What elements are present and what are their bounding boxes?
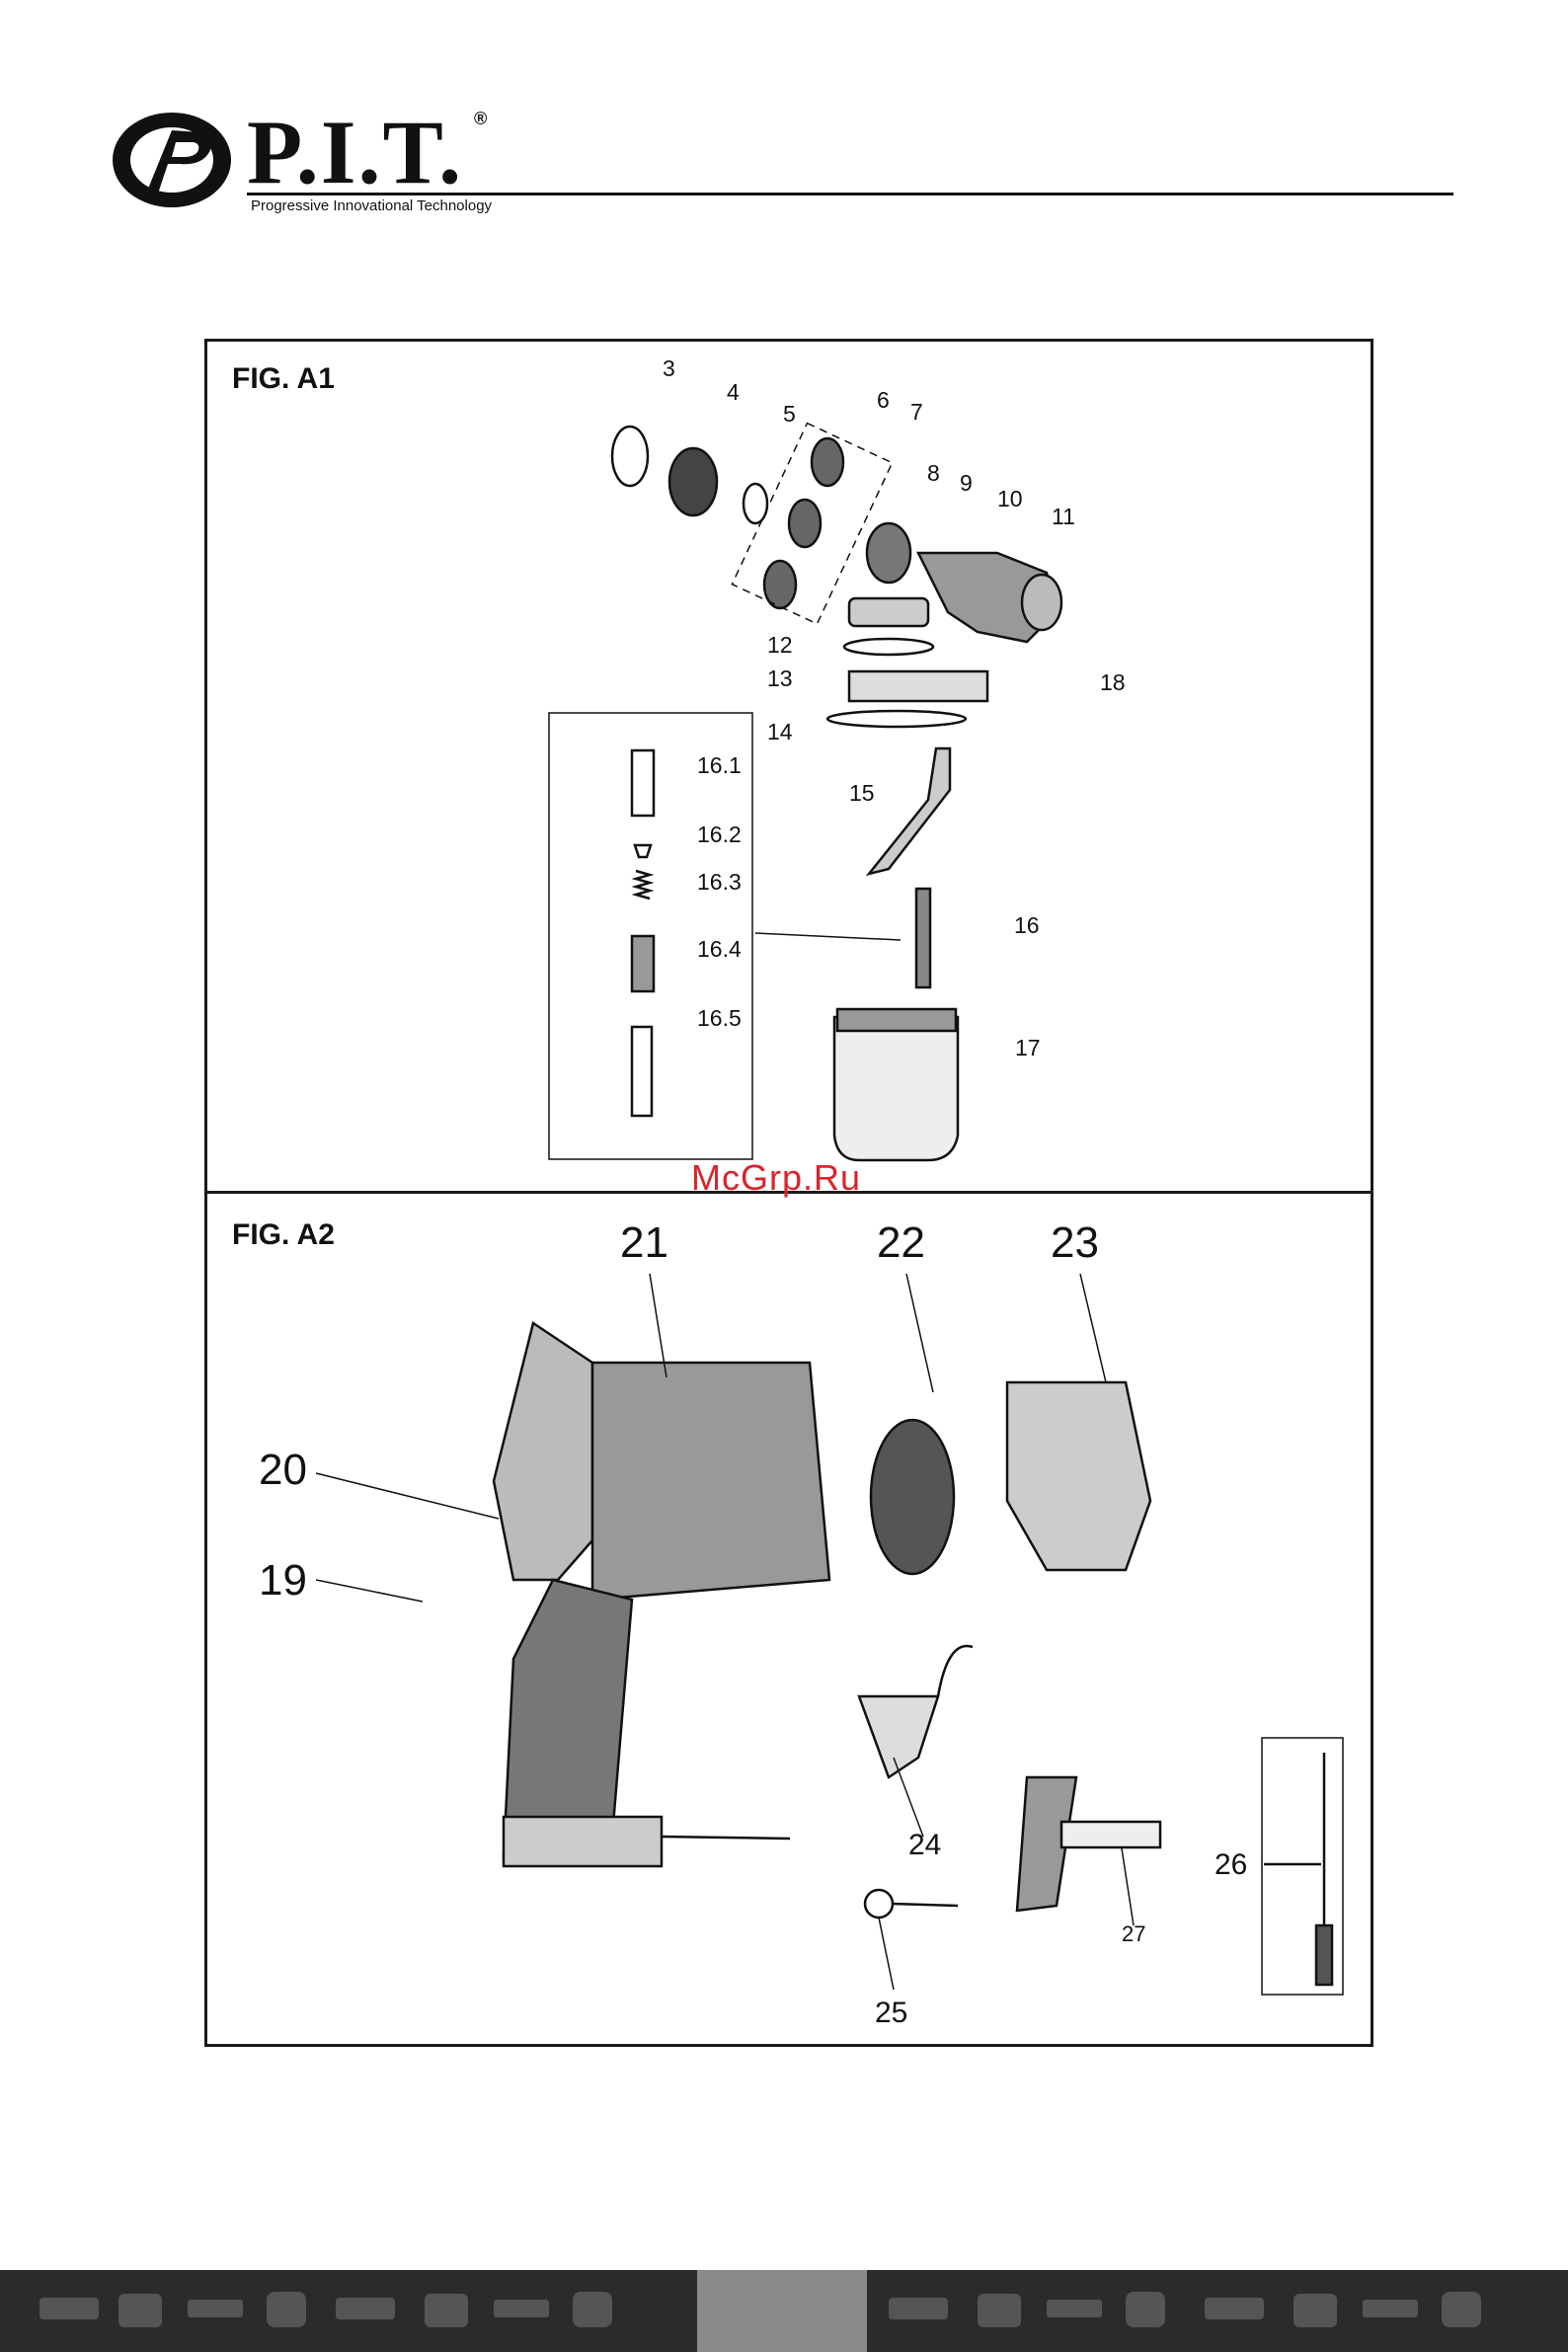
callout-3: 3: [663, 355, 675, 382]
callout-11: 11: [1052, 504, 1075, 530]
callout-4: 4: [727, 379, 740, 406]
callout-15: 15: [849, 780, 875, 807]
callout-21: 21: [620, 1218, 668, 1268]
callout-12: 12: [767, 632, 793, 659]
callout-14: 14: [767, 719, 793, 745]
brand-name: P.I.T.: [247, 107, 463, 197]
callout-16: 16: [1014, 912, 1040, 939]
callout-24: 24: [908, 1829, 941, 1862]
callout-22: 22: [877, 1218, 925, 1268]
callout-19: 19: [259, 1556, 307, 1606]
callout-20: 20: [259, 1446, 307, 1495]
callout-16-1: 16.1: [697, 752, 742, 779]
callout-16-2: 16.2: [697, 822, 742, 848]
callout-23: 23: [1051, 1218, 1099, 1268]
callout-16-3: 16.3: [697, 869, 742, 896]
callout-27: 27: [1122, 1921, 1145, 1947]
callout-16-4: 16.4: [697, 936, 742, 963]
callout-17: 17: [1015, 1035, 1041, 1061]
callout-8: 8: [927, 460, 940, 487]
fig-a1-label: FIG. A1: [232, 362, 335, 396]
callout-10: 10: [997, 486, 1023, 512]
footer-page-tab: [697, 2270, 867, 2352]
callout-26: 26: [1215, 1848, 1247, 1882]
registered-mark: ®: [474, 109, 487, 129]
callout-25: 25: [875, 1997, 907, 2030]
callout-18: 18: [1100, 669, 1126, 696]
header-rule: [247, 193, 1453, 196]
watermark: McGrp.Ru: [691, 1157, 861, 1199]
callout-16-5: 16.5: [697, 1005, 742, 1032]
pit-emblem-icon: [107, 103, 245, 221]
callout-9: 9: [960, 470, 973, 497]
brand-tagline: Progressive Innovational Technology: [251, 197, 492, 214]
callout-5: 5: [783, 401, 796, 428]
callout-6: 6: [877, 387, 890, 414]
fig-a2-label: FIG. A2: [232, 1218, 335, 1252]
callout-13: 13: [767, 666, 793, 692]
callout-7: 7: [910, 399, 923, 426]
